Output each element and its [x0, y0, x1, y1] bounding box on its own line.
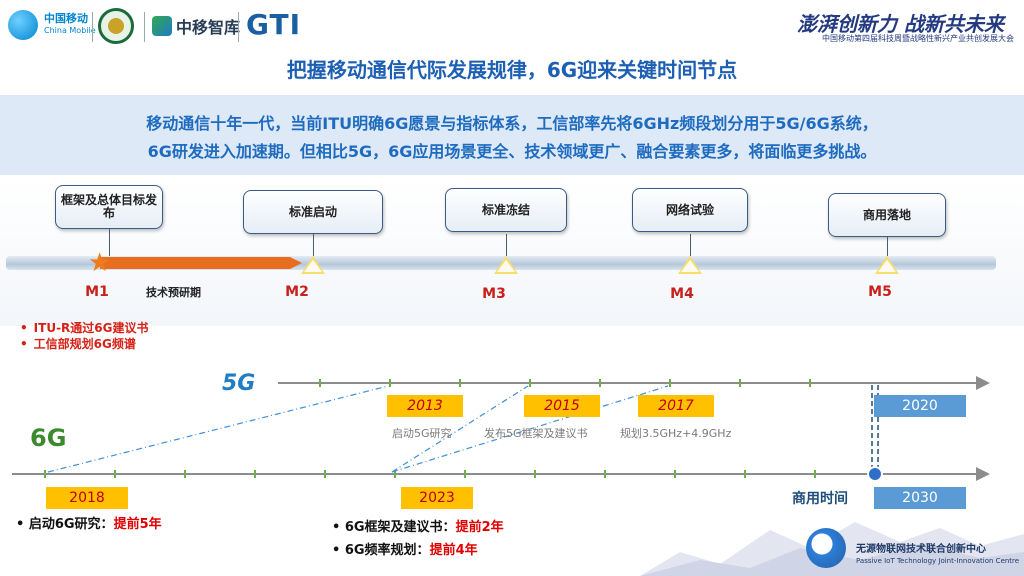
intro-band [0, 95, 1024, 175]
emblem-icon [98, 8, 134, 44]
milestone-label-m3: M3 [482, 286, 506, 302]
conference-name: 中国移动第四届科技周暨战略性新兴产业共创发展大会 [822, 34, 1014, 43]
event-5g-2: 发布5G框架及建议书 [484, 427, 588, 440]
china-mobile-mark-icon [8, 10, 38, 40]
milestone-stem [313, 234, 314, 256]
zhongyi-mark-icon [152, 16, 172, 36]
milestone-stem [887, 237, 888, 256]
year-badge-2023: 2023 [401, 487, 473, 509]
milestone-box-m2: 标准启动 [243, 190, 383, 234]
milestone-box-m5: 商用落地 [828, 193, 946, 237]
milestone-stem [109, 229, 110, 257]
milestone-label-m2: M2 [285, 284, 309, 300]
top-bullet-list: •ITU-R通过6G建议书 •工信部规划6G频谱 [20, 320, 149, 352]
milestone-box-m3: 标准冻结 [445, 188, 567, 232]
year-badge-2015: 2015 [524, 395, 600, 417]
list-item: •ITU-R通过6G建议书 [20, 321, 149, 335]
list-item: •工信部规划6G频谱 [20, 337, 136, 351]
milestone-label-m5: M5 [868, 284, 892, 300]
logo-divider [144, 12, 145, 42]
milestone-triangle-icon [875, 256, 899, 274]
milestone-label-m1: M1 [85, 284, 109, 300]
progress-arrow-icon [290, 257, 302, 269]
commercial-time-label: 商用时间 [792, 491, 848, 507]
milestone-triangle-icon [494, 256, 518, 274]
note-6g-spectrum: • 6G频率规划：提前4年 [332, 543, 478, 558]
axis-5g-arrow-icon [976, 376, 990, 390]
joint-innovation-logo-icon [806, 528, 846, 568]
gti-logo: GTI [246, 8, 302, 41]
page-title: 把握移动通信代际发展规律，6G迎来关键时间节点 [286, 58, 738, 82]
milestone-label-m4: M4 [670, 286, 694, 302]
year-badge-2020: 2020 [874, 395, 966, 417]
china-mobile-en: China Mobile [44, 26, 96, 35]
year-badge-2017: 2017 [638, 395, 714, 417]
note-6g-research: • 启动6G研究：提前5年 [16, 517, 162, 532]
china-mobile-cn: 中国移动 [44, 12, 88, 25]
footer-org-cn: 无源物联网技术联合创新中心 [856, 544, 986, 555]
china-mobile-logo: 中国移动 China Mobile [8, 10, 96, 40]
pre-research-label: 技术预研期 [146, 286, 201, 299]
label-6g: 6G [30, 424, 67, 452]
axis-6g-arrow-icon [976, 467, 990, 481]
milestone-stem [690, 234, 691, 256]
event-5g-1: 启动5G研究 [392, 427, 452, 440]
year-badge-2013: 2013 [387, 395, 463, 417]
zhongyi-brand: 中移智库 [176, 18, 241, 37]
year-badge-2018: 2018 [46, 487, 128, 509]
logo-divider [92, 12, 93, 42]
milestone-stem [506, 234, 507, 256]
commercial-point-icon [867, 466, 883, 482]
zhongyi-logo: 中移智库 [152, 14, 240, 38]
event-5g-3: 规划3.5GHz+4.9GHz [620, 427, 732, 440]
timeline-lines [12, 376, 990, 482]
milestone-box-m4: 网络试验 [632, 188, 748, 232]
intro-line-1: 移动通信十年一代，当前ITU明确6G愿景与指标体系，工信部率先将6GHz频段划分… [146, 114, 878, 133]
milestone-box-m1: 框架及总体目标发布 [55, 185, 163, 229]
star-icon: ★ [88, 248, 112, 278]
year-badge-2030: 2030 [874, 487, 966, 509]
slogan: 澎湃创新力 战新共未来 [797, 12, 1004, 36]
note-6g-framework: • 6G框架及建议书：提前2年 [332, 520, 504, 535]
progress-bar [100, 257, 290, 269]
label-5g: 5G [222, 371, 256, 396]
milestone-triangle-icon [301, 256, 325, 274]
logo-divider [238, 12, 239, 42]
intro-line-2: 6G研发进入加速期。但相比5G，6G应用场景更全、技术领域更广、融合要素更多，将… [147, 142, 877, 161]
footer-org-en: Passive IoT Technology Joint-Innovation … [856, 557, 1020, 565]
milestone-triangle-icon [678, 256, 702, 274]
